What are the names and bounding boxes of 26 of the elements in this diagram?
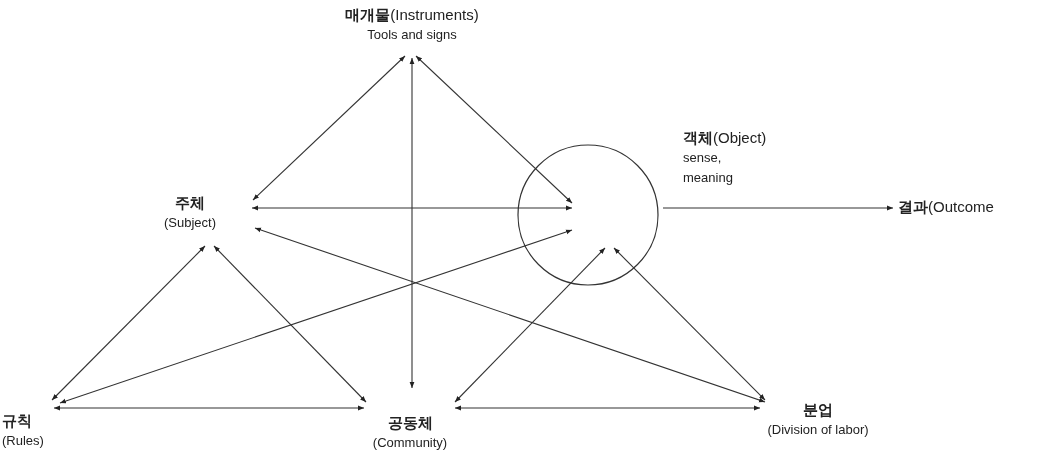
double-arrow xyxy=(252,55,406,201)
double-arrow xyxy=(454,247,606,403)
double-arrow xyxy=(251,205,573,211)
node-label: (Division of labor) xyxy=(767,421,869,439)
double-arrow xyxy=(59,229,573,404)
node-label: (Community) xyxy=(372,434,448,452)
arrow xyxy=(662,205,894,211)
double-arrow xyxy=(613,247,766,401)
double-arrow xyxy=(53,405,365,411)
node-title: 규칙 xyxy=(2,411,32,431)
node-label: Tools and signs xyxy=(367,26,457,44)
node-label: sense, meaning xyxy=(683,149,734,187)
node-label: (Subject) xyxy=(164,214,216,232)
node-title: 매개물(Instruments) xyxy=(345,5,479,25)
double-arrow xyxy=(213,245,367,403)
node-label: (Rules) xyxy=(2,432,44,450)
node-title: 주체 xyxy=(175,193,205,213)
node-title: 객체(Object) xyxy=(683,128,767,148)
double-arrow xyxy=(454,405,761,411)
node-title: 공동체 xyxy=(387,413,433,433)
double-arrow xyxy=(51,245,206,401)
double-arrow xyxy=(415,55,573,204)
node-title: 분업 xyxy=(803,400,833,420)
double-arrow xyxy=(254,227,766,403)
node-title: 결과(Outcome xyxy=(898,197,994,217)
double-arrow xyxy=(409,57,415,389)
